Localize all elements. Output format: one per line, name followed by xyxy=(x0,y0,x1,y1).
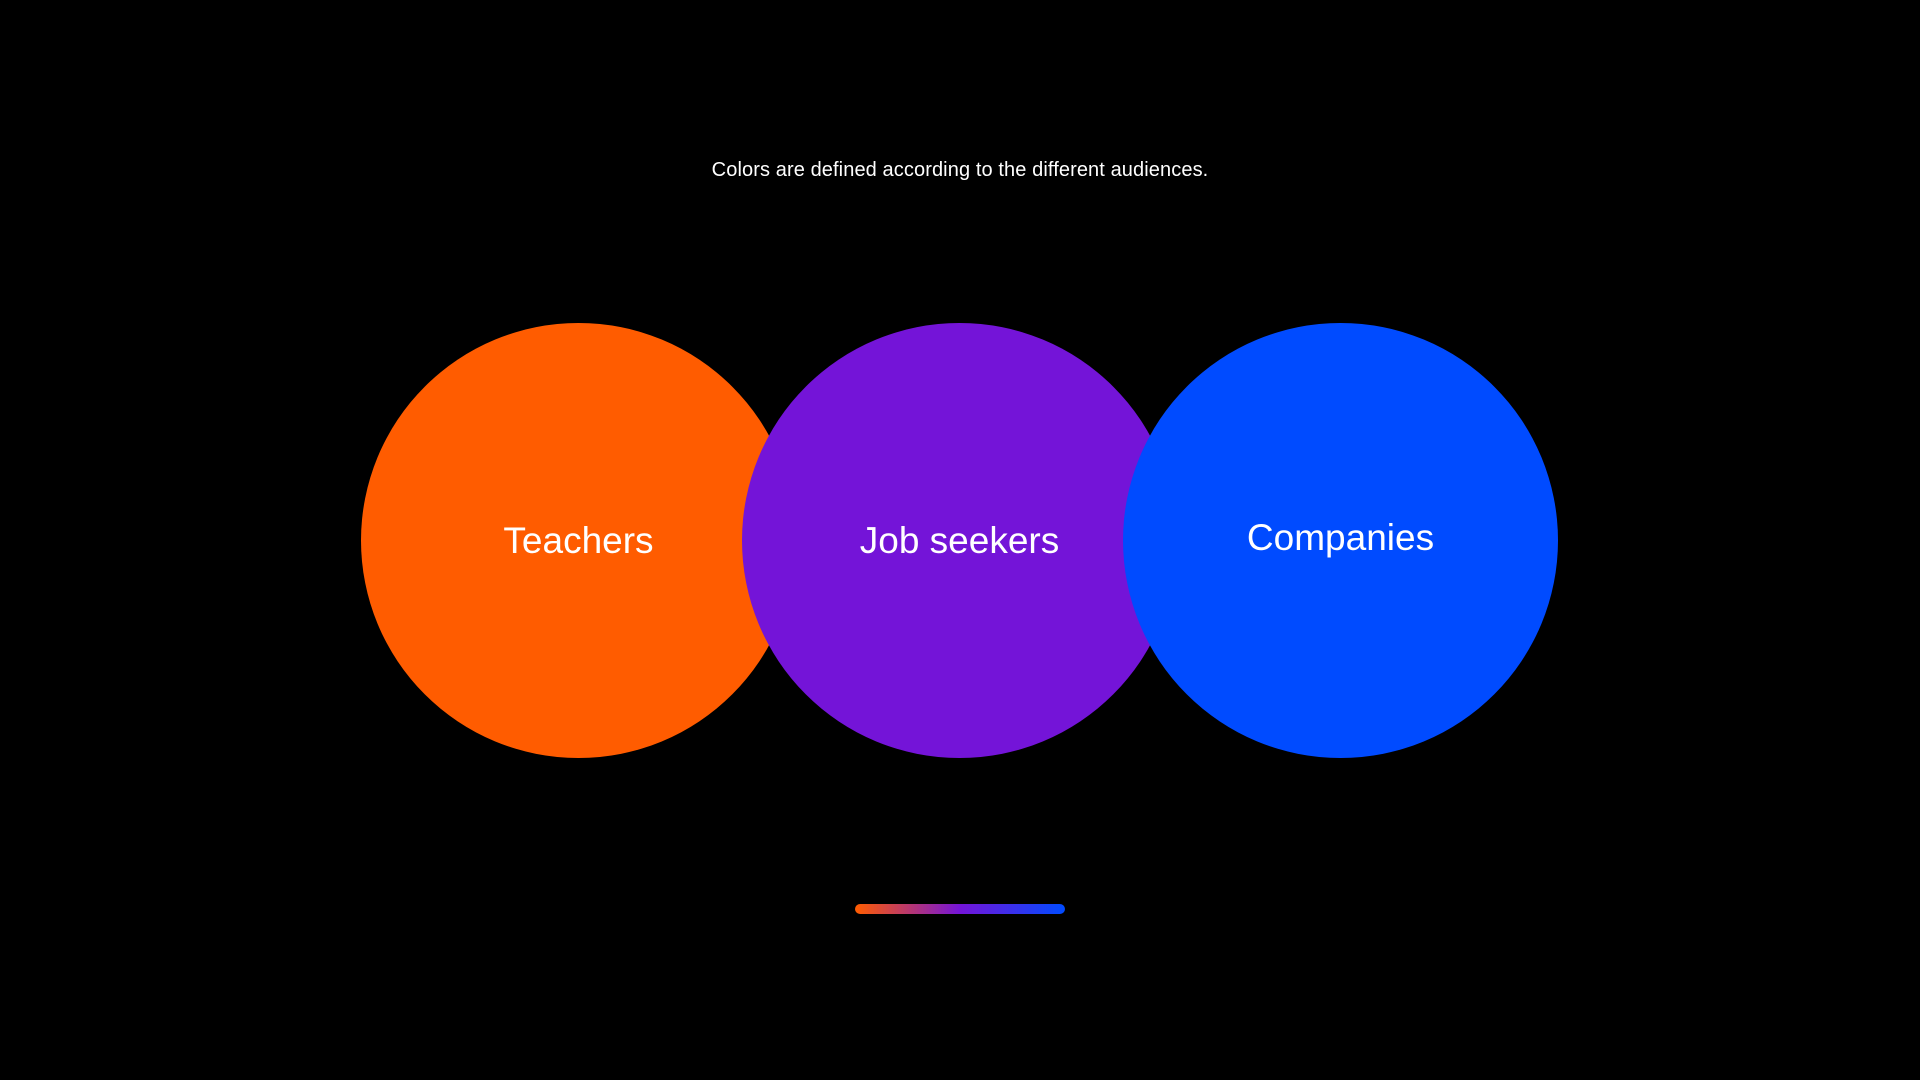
slide-caption: Colors are defined according to the diff… xyxy=(711,159,1209,181)
color-gradient-bar xyxy=(855,904,1065,914)
companies-circle: Companies xyxy=(1123,323,1558,758)
job-seekers-circle: Job seekers xyxy=(742,323,1177,758)
job-seekers-label: Job seekers xyxy=(859,519,1060,561)
teachers-label: Teachers xyxy=(503,519,654,561)
teachers-circle: Teachers xyxy=(361,323,796,758)
companies-label: Companies xyxy=(1246,516,1435,558)
